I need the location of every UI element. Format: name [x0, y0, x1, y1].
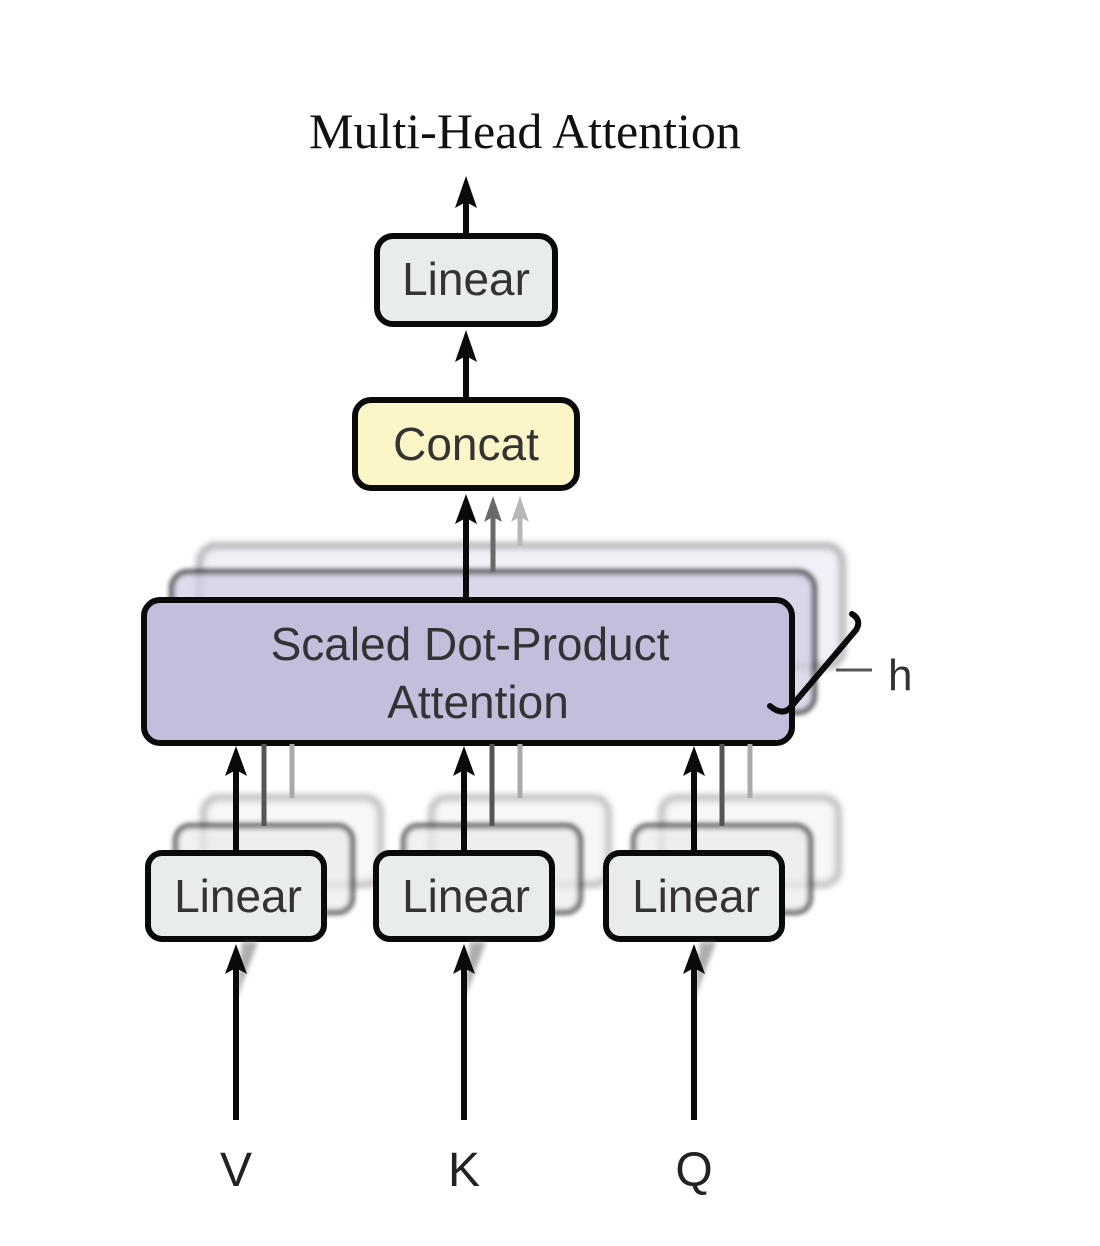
diagram-title: Multi-Head Attention	[309, 103, 741, 159]
input-linear-label: Linear	[174, 870, 302, 922]
head-output-arrows	[455, 494, 529, 598]
attention-label-line2: Attention	[387, 676, 569, 728]
input-linear-block	[373, 850, 555, 942]
ghost-input-fan	[464, 942, 486, 1000]
arrowhead-icon	[225, 944, 247, 974]
arrowhead-icon	[683, 944, 705, 974]
input-linear-label: Linear	[402, 870, 530, 922]
ghost-input-fan	[236, 942, 258, 1000]
concat-block: Concat	[352, 397, 580, 491]
input-branch-k: Linear	[373, 744, 611, 1120]
output-linear-label: Linear	[402, 253, 530, 305]
arrowhead-icon	[453, 746, 475, 776]
arrowhead-icon	[453, 944, 475, 974]
output-linear-block: Linear	[374, 233, 558, 327]
input-label-k: K	[448, 1144, 480, 1197]
arrowhead-icon	[225, 746, 247, 776]
scaled-dot-product-attention-block: Scaled Dot-Product Attention	[141, 597, 795, 746]
arrowhead-icon	[683, 746, 705, 776]
input-linear-label: Linear	[632, 870, 760, 922]
input-branch-q: Linear	[603, 744, 841, 1120]
input-label-v: V	[220, 1144, 252, 1197]
input-linear-block	[145, 850, 327, 942]
output-arrow	[455, 176, 477, 234]
heads-label: h	[888, 651, 912, 700]
input-label-q: Q	[675, 1144, 712, 1197]
concat-label: Concat	[393, 418, 539, 470]
concat-to-linear-arrow	[455, 330, 477, 398]
input-linear-block	[603, 850, 785, 942]
attention-label-line1: Scaled Dot-Product	[271, 618, 670, 670]
ghost-input-fan	[694, 942, 716, 1000]
input-branch-v: Linear	[145, 744, 383, 1120]
heads-brace: h	[767, 611, 912, 715]
